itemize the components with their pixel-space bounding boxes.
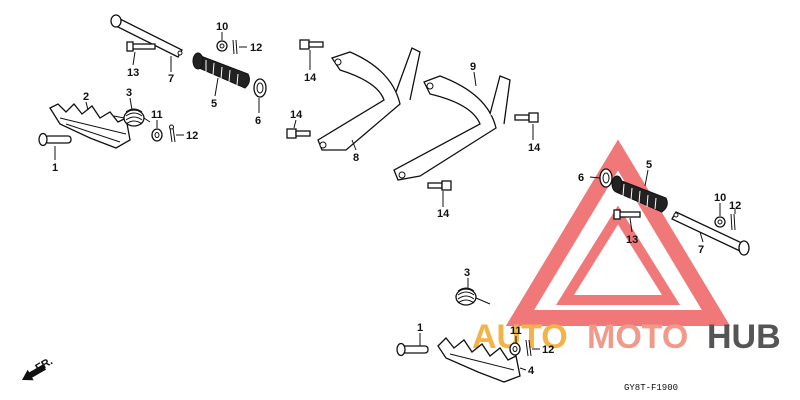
washer-part-11-lower <box>509 342 521 356</box>
cotter-pin-part-12-upper <box>232 39 238 55</box>
callout-13: 13 <box>626 234 638 246</box>
washer-part-6-right <box>599 168 613 188</box>
cotter-pin-part-12-lower <box>525 339 532 357</box>
callout-10: 10 <box>216 21 228 33</box>
callout-12: 12 <box>542 344 554 356</box>
front-arrow-icon <box>22 364 47 381</box>
footpeg-part-2 <box>49 103 131 149</box>
washer-part-10-upper <box>216 40 228 52</box>
callout-6: 6 <box>255 115 261 127</box>
callout-12: 12 <box>186 130 198 142</box>
callout-13: 13 <box>127 67 139 79</box>
callout-12: 12 <box>729 200 741 212</box>
callout-1: 1 <box>52 162 58 174</box>
callout-7: 7 <box>168 73 174 85</box>
callout-labels: 1 2 3 11 12 13 7 10 12 5 6 14 14 8 9 14 … <box>52 21 741 377</box>
spring-part-3-lower <box>455 287 491 306</box>
watermark-triangle <box>505 139 731 326</box>
footpeg-part-4 <box>437 337 521 383</box>
front-label: FR. <box>34 355 55 374</box>
callout-5: 5 <box>646 159 652 171</box>
callout-2: 2 <box>83 91 89 103</box>
callout-9: 9 <box>470 61 476 73</box>
bolt-part-13-right <box>613 209 641 220</box>
callout-3: 3 <box>464 267 470 279</box>
cotter-pin-part-12 <box>169 124 176 143</box>
pin-part-1 <box>38 132 72 147</box>
callout-4: 4 <box>528 365 535 377</box>
callout-6: 6 <box>578 172 584 184</box>
callout-11: 11 <box>151 109 163 121</box>
pin-part-7-upper <box>110 14 183 58</box>
bolt-part-13-upper <box>126 41 156 52</box>
callout-11: 11 <box>510 325 522 337</box>
callout-1: 1 <box>417 322 423 334</box>
pin-part-7-right <box>671 211 750 256</box>
washer-part-6-upper <box>253 78 267 98</box>
callout-14: 14 <box>290 109 303 121</box>
bracket-part-8 <box>317 47 421 151</box>
washer-part-10-right <box>714 216 726 228</box>
bracket-part-9 <box>393 75 511 181</box>
callout-10: 10 <box>714 192 726 204</box>
callout-7: 7 <box>698 244 704 256</box>
callout-14: 14 <box>304 72 317 84</box>
callout-5: 5 <box>211 98 217 110</box>
watermark-word-hub: HUB <box>707 318 781 356</box>
watermark-logo: AUTO MOTO HUB <box>472 139 781 356</box>
callout-14: 14 <box>528 142 541 154</box>
rubber-part-5-right <box>611 175 668 213</box>
cotter-pin-part-12-right <box>730 213 736 231</box>
callout-3: 3 <box>126 87 132 99</box>
callout-14: 14 <box>437 208 450 220</box>
spring-part-3 <box>113 108 151 127</box>
bolt-part-14-d <box>427 180 452 191</box>
bolt-part-14-a <box>299 39 324 50</box>
leader-lines <box>54 32 736 371</box>
watermark-word-moto: MOTO <box>587 318 688 356</box>
callout-8: 8 <box>353 152 359 164</box>
bolt-part-14-b <box>286 128 311 139</box>
pin-part-1-lower <box>396 342 429 357</box>
callout-12: 12 <box>250 42 262 54</box>
front-direction-marker: FR. <box>22 355 55 381</box>
bolt-part-14-c <box>514 112 539 123</box>
rubber-part-5-upper <box>192 52 250 89</box>
diagram-code: GY8T-F1900 <box>624 383 678 393</box>
washer-part-11 <box>151 128 163 142</box>
